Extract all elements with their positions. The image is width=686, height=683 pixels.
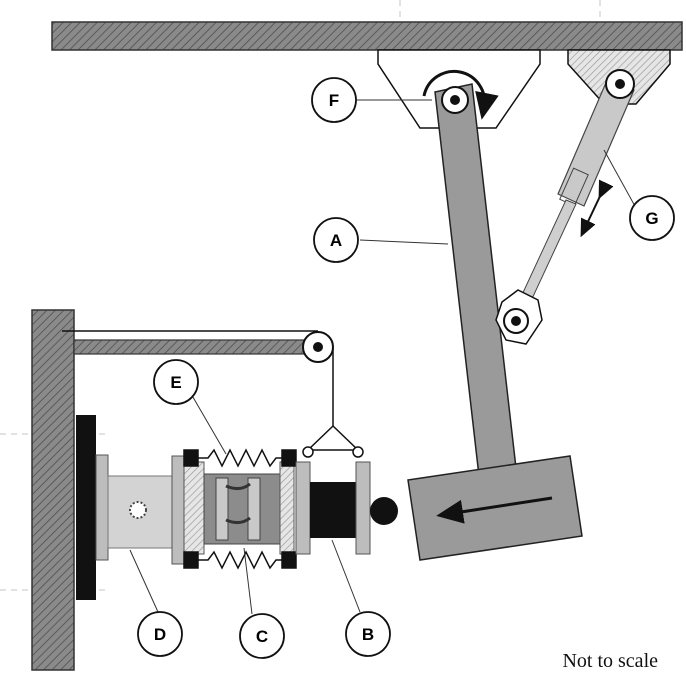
not-to-scale-note: Not to scale [562, 650, 658, 672]
left-wall [31, 309, 75, 671]
svg-text:C: C [256, 627, 268, 646]
svg-text:B: B [362, 625, 374, 644]
label-b: B [345, 611, 391, 657]
label-e: E [153, 359, 199, 405]
part-d-block [107, 475, 173, 549]
label-g: G [629, 195, 675, 241]
mounting-flange [95, 454, 109, 561]
label-d: D [137, 611, 183, 657]
label-a: A [313, 217, 359, 263]
ceiling-beam [51, 21, 683, 51]
svg-text:G: G [645, 209, 658, 228]
label-f: F [311, 77, 357, 123]
pulley-arm [62, 330, 364, 458]
part-d-plate [171, 455, 185, 565]
leader-lines [129, 99, 637, 615]
part-e-springs [183, 448, 297, 570]
svg-text:E: E [170, 373, 181, 392]
svg-text:D: D [154, 625, 166, 644]
svg-text:A: A [330, 231, 342, 250]
part-b-impactor [295, 461, 398, 555]
part-g-actuator [495, 49, 671, 345]
mounting-plate [76, 415, 96, 600]
label-c: C [239, 613, 285, 659]
part-c-assembly [183, 461, 295, 555]
part-a-pendulum [407, 83, 583, 561]
svg-text:F: F [329, 91, 339, 110]
